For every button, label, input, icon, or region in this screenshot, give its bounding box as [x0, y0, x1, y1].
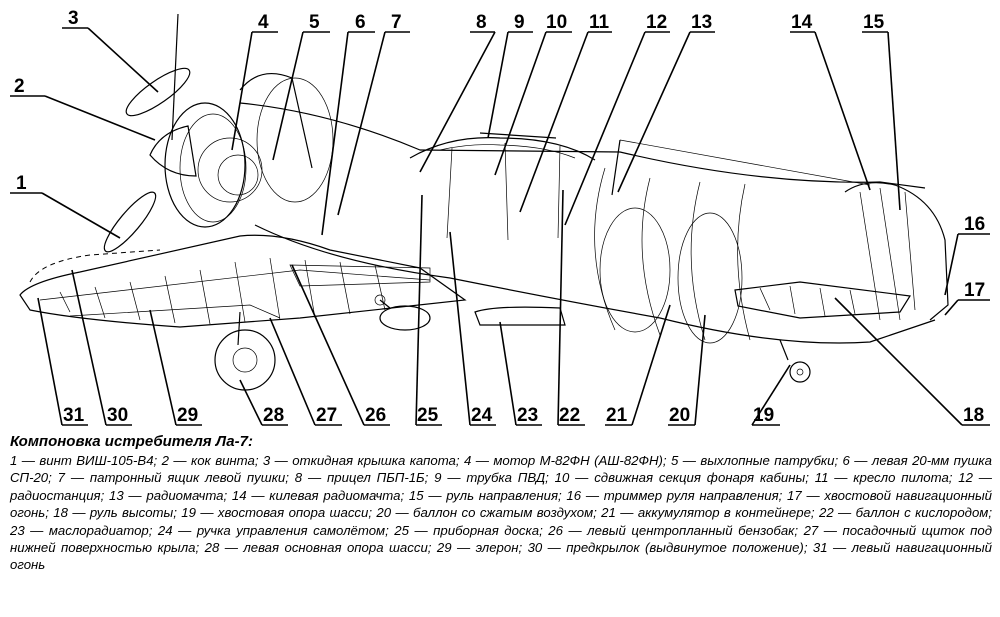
callout-label-28: 28 — [263, 405, 284, 426]
callout-label-10: 10 — [546, 12, 567, 33]
callout-label-11: 11 — [589, 12, 610, 33]
callout-label-24: 24 — [471, 405, 493, 426]
callout-label-19: 19 — [753, 405, 774, 426]
callout-label-20: 20 — [669, 405, 690, 426]
callout-label-29: 29 — [177, 405, 198, 426]
callout-label-8: 8 — [476, 12, 487, 33]
callout-labels: 1 2 3 4 5 6 7 8 9 10 11 12 13 14 15 16 1… — [14, 8, 985, 426]
caption: Компоновка истребителя Ла-7: 1 — винт ВИ… — [10, 433, 992, 574]
callout-label-16: 16 — [964, 214, 985, 235]
callout-label-31: 31 — [63, 405, 85, 426]
callout-label-26: 26 — [365, 405, 386, 426]
callout-label-4: 4 — [258, 12, 269, 33]
callout-label-6: 6 — [355, 12, 366, 33]
callout-label-7: 7 — [391, 12, 402, 33]
callout-label-17: 17 — [964, 280, 985, 301]
callout-label-21: 21 — [606, 405, 628, 426]
callout-label-15: 15 — [863, 12, 885, 33]
callout-label-14: 14 — [791, 12, 813, 33]
caption-legend-text: 1 — винт ВИШ-105-В4; 2 — кок винта; 3 — … — [10, 453, 992, 573]
callout-label-23: 23 — [517, 405, 538, 426]
callout-leaders — [10, 27, 990, 426]
callout-label-30: 30 — [107, 405, 128, 426]
callout-label-9: 9 — [514, 12, 525, 33]
callout-label-1: 1 — [16, 173, 27, 194]
aircraft-cutaway-drawing: 1 2 3 4 5 6 7 8 9 10 11 12 13 14 15 16 1… — [10, 8, 990, 426]
aircraft-illustration — [19, 13, 949, 391]
callout-label-25: 25 — [417, 405, 439, 426]
callout-label-22: 22 — [559, 405, 580, 426]
callout-label-3: 3 — [68, 8, 79, 29]
caption-title: Компоновка истребителя Ла-7: — [10, 433, 253, 450]
callout-label-5: 5 — [309, 12, 320, 33]
callout-label-12: 12 — [646, 12, 667, 33]
callout-label-13: 13 — [691, 12, 712, 33]
callout-label-18: 18 — [963, 405, 984, 426]
callout-label-27: 27 — [316, 405, 337, 426]
callout-label-2: 2 — [14, 76, 25, 97]
